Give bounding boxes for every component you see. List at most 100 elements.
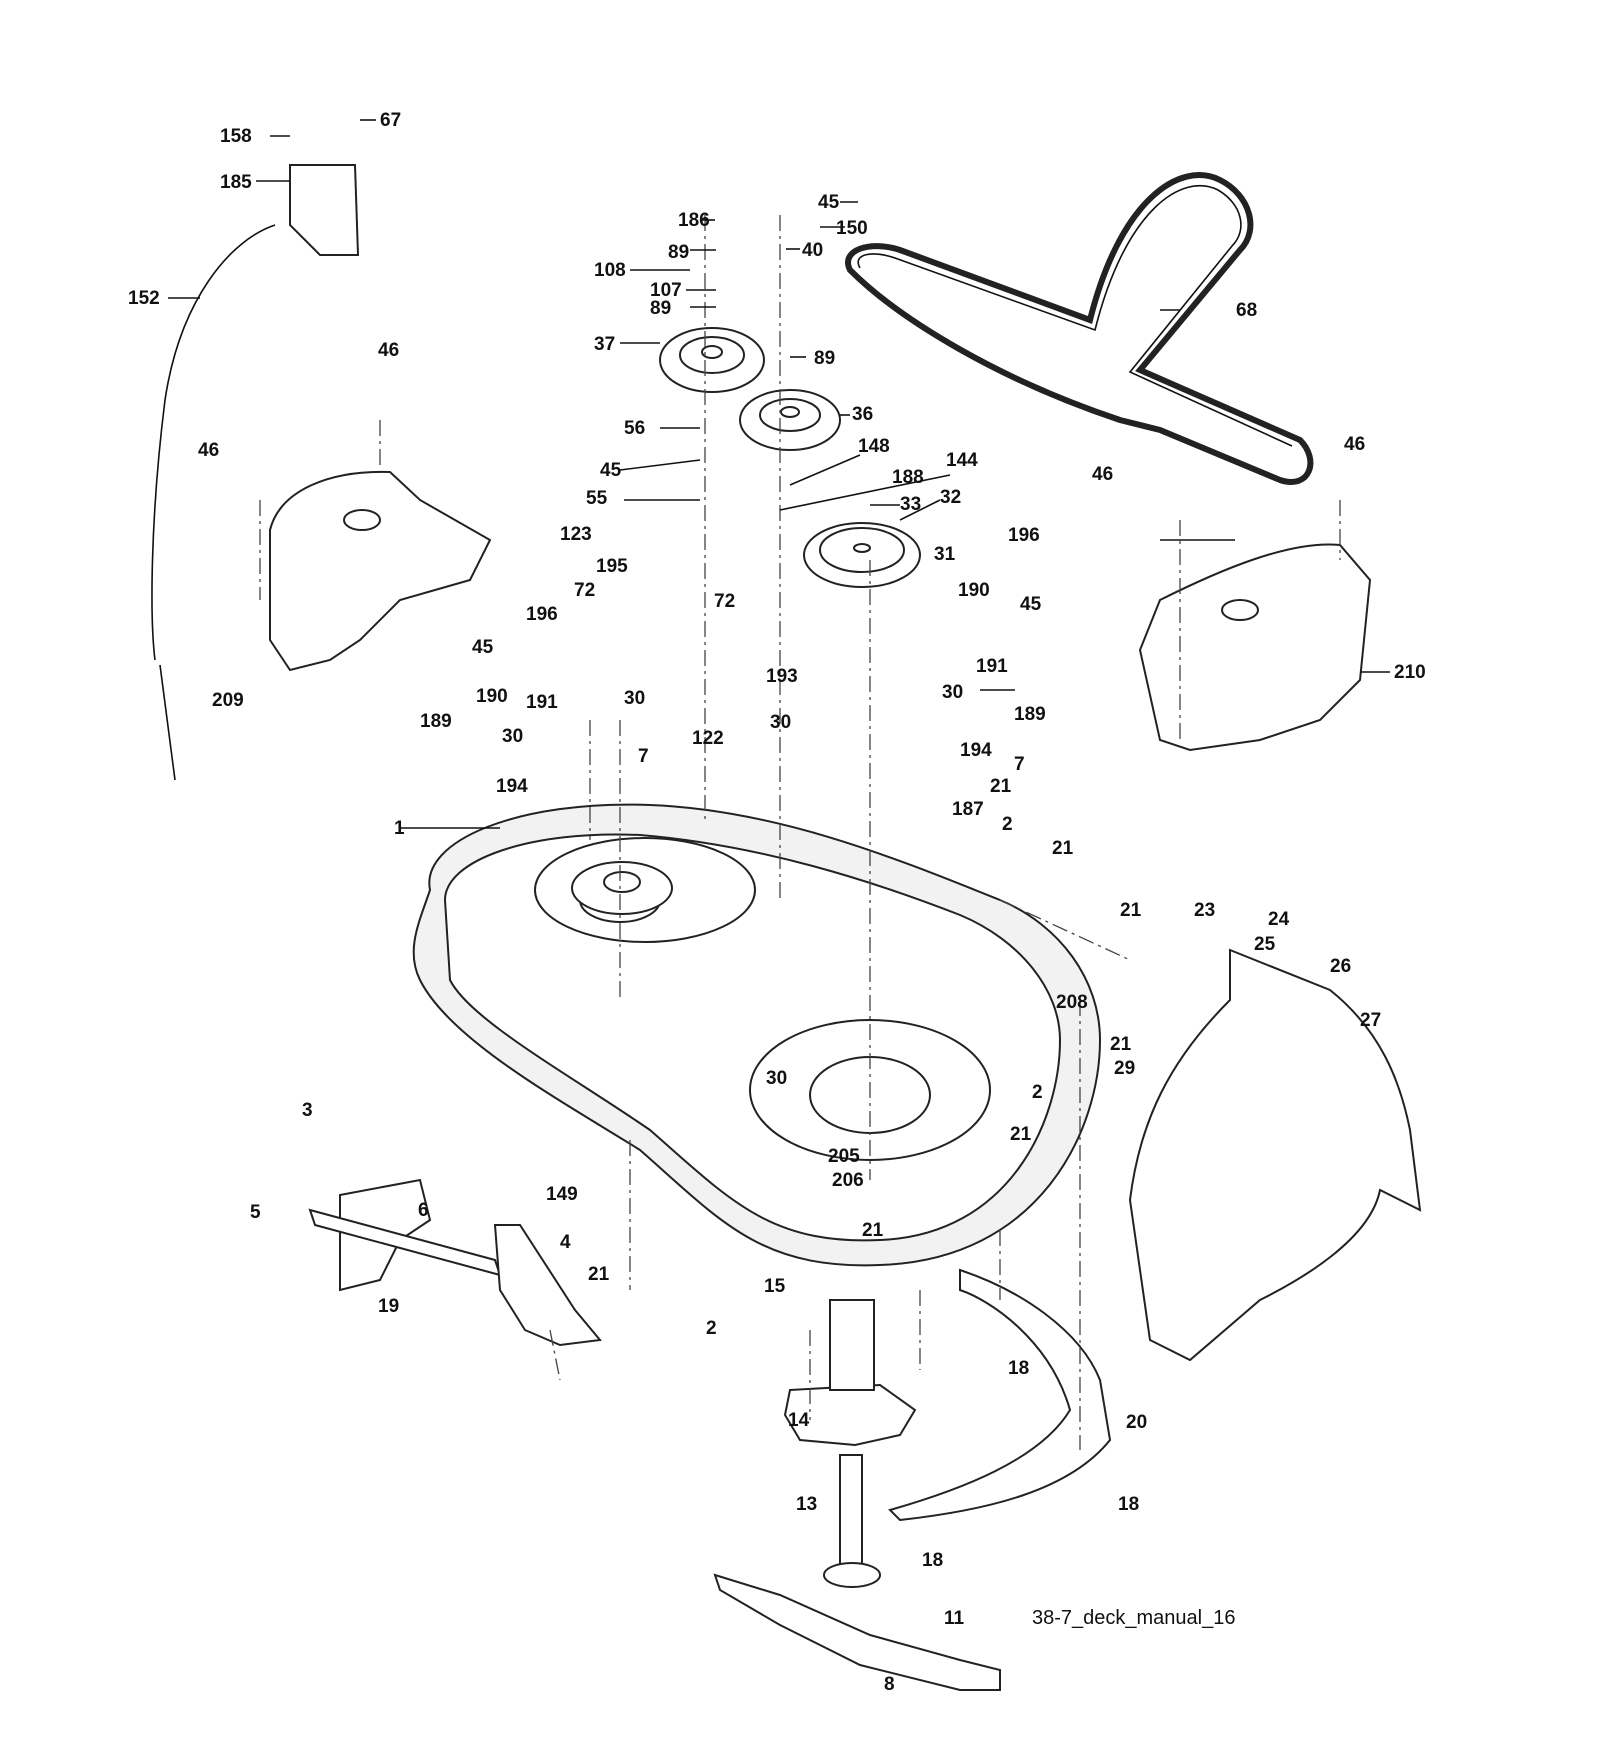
belt-cover-210: [1138, 543, 1372, 752]
callout-32: 32: [940, 487, 961, 508]
callout-6: 6: [418, 1200, 429, 1221]
callout-23: 23: [1194, 900, 1215, 921]
callout-36: 36: [852, 404, 873, 425]
callout-labels: 67 158 185 152 186 45 150 89 40 108 107 …: [128, 110, 1426, 1695]
callout-89-a: 89: [668, 242, 689, 263]
callout-123: 123: [560, 524, 592, 545]
callout-5: 5: [250, 1202, 261, 1223]
callout-30-e: 30: [766, 1068, 787, 1089]
callout-33: 33: [900, 494, 921, 515]
callout-45-mid: 45: [600, 460, 622, 481]
callout-24: 24: [1268, 909, 1290, 930]
callout-2-c: 2: [706, 1318, 717, 1339]
callout-26: 26: [1330, 956, 1351, 977]
callout-188: 188: [892, 467, 924, 488]
callout-30-d: 30: [502, 726, 523, 747]
callout-45-left: 45: [472, 637, 494, 658]
callout-191-a: 191: [976, 656, 1008, 677]
callout-158: 158: [220, 126, 252, 147]
callout-4: 4: [560, 1232, 571, 1253]
callout-122: 122: [692, 728, 724, 749]
callout-150: 150: [836, 218, 868, 239]
callout-30-b: 30: [942, 682, 963, 703]
callout-194-a: 194: [960, 740, 992, 761]
callout-89-b: 89: [650, 298, 671, 319]
callout-191-b: 191: [526, 692, 558, 713]
callout-45-top: 45: [818, 192, 840, 213]
callout-29: 29: [1114, 1058, 1135, 1079]
bracket-4: [493, 1224, 602, 1347]
leader-lines: [168, 119, 1390, 829]
callout-144: 144: [946, 450, 978, 471]
callout-25: 25: [1254, 934, 1276, 955]
baffle-20: [888, 1268, 1112, 1522]
callout-20: 20: [1126, 1412, 1147, 1433]
callout-7-a: 7: [1014, 754, 1025, 775]
callout-19: 19: [378, 1296, 399, 1317]
callout-21-c: 21: [1120, 900, 1142, 921]
callout-72-b: 72: [714, 591, 735, 612]
callout-56: 56: [624, 418, 645, 439]
callout-15: 15: [764, 1276, 786, 1297]
deflector-27: [1128, 948, 1422, 1362]
callout-67: 67: [380, 110, 401, 131]
spindle-pulley: [571, 861, 673, 915]
diagram-caption: 38-7_deck_manual_16: [1032, 1607, 1236, 1629]
callout-7-b: 7: [638, 746, 649, 767]
pulley-37: [659, 327, 765, 393]
callout-152: 152: [128, 288, 160, 309]
callout-89-c: 89: [814, 348, 835, 369]
callout-45-right: 45: [1020, 594, 1042, 615]
callout-21-f: 21: [862, 1220, 884, 1241]
callout-107: 107: [650, 280, 682, 301]
spindle-14: [783, 1299, 917, 1588]
callout-196-b: 196: [526, 604, 558, 625]
callout-210: 210: [1394, 662, 1426, 683]
callout-21-e: 21: [1010, 1124, 1032, 1145]
pulley-36: [739, 389, 841, 451]
cable-152: [151, 164, 360, 781]
callout-190-b: 190: [476, 686, 508, 707]
callout-2-b: 2: [1032, 1082, 1043, 1103]
deck-body: [412, 803, 1102, 1267]
callout-18-a: 18: [1008, 1358, 1029, 1379]
callout-193: 193: [766, 666, 798, 687]
callout-30-c: 30: [770, 712, 791, 733]
callout-149: 149: [546, 1184, 578, 1205]
callout-108: 108: [594, 260, 626, 281]
alignment-lines: [259, 215, 1341, 1450]
belt-cover-209: [269, 470, 492, 672]
callout-196-a: 196: [1008, 525, 1040, 546]
callout-37: 37: [594, 334, 615, 355]
callout-195: 195: [596, 556, 628, 577]
callout-40: 40: [802, 240, 823, 261]
callout-18-c: 18: [922, 1550, 943, 1571]
callout-18-b: 18: [1118, 1494, 1139, 1515]
callout-11: 11: [944, 1608, 965, 1629]
callout-46-a: 46: [378, 340, 399, 361]
callout-3: 3: [302, 1100, 313, 1121]
callout-46-d: 46: [1344, 434, 1365, 455]
callout-205: 205: [828, 1146, 860, 1167]
callout-46-b: 46: [198, 440, 219, 461]
callout-27: 27: [1360, 1010, 1381, 1031]
callout-21-d: 21: [1110, 1034, 1132, 1055]
callout-31: 31: [934, 544, 956, 565]
callout-21-b: 21: [1052, 838, 1074, 859]
callout-186: 186: [678, 210, 710, 231]
callout-189-a: 189: [1014, 704, 1046, 725]
callout-46-c: 46: [1092, 464, 1113, 485]
callout-21-a: 21: [990, 776, 1012, 797]
callout-206: 206: [832, 1170, 864, 1191]
callout-194-b: 194: [496, 776, 528, 797]
callout-1: 1: [394, 818, 405, 839]
callout-72-a: 72: [574, 580, 595, 601]
callout-208: 208: [1056, 992, 1088, 1013]
callout-14: 14: [788, 1410, 810, 1431]
callout-68: 68: [1236, 300, 1257, 321]
blade-11: [713, 1573, 1001, 1691]
callout-209: 209: [212, 690, 244, 711]
callout-8: 8: [884, 1674, 895, 1695]
callout-2-a: 2: [1002, 814, 1013, 835]
